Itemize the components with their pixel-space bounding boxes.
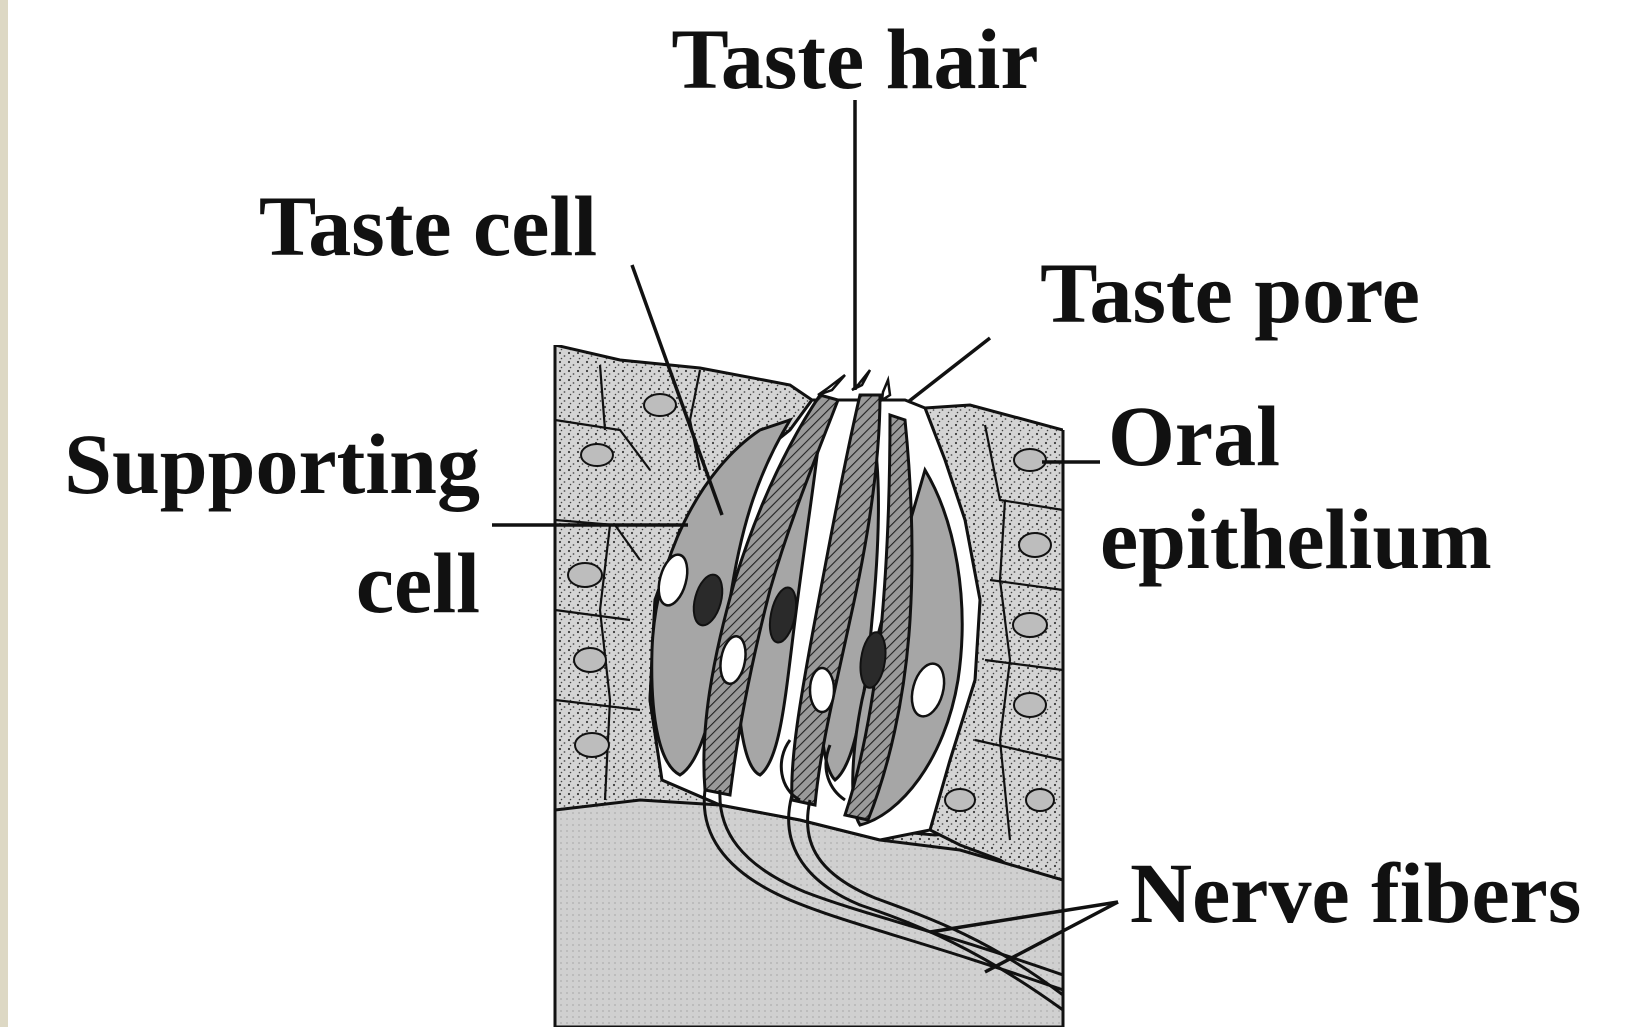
label-supporting-cell-line1: Supporting [64, 416, 480, 512]
label-oral-epithelium-line1: Oral [1108, 388, 1280, 484]
label-taste-cell: Taste cell [259, 178, 597, 274]
label-taste-pore: Taste pore [1040, 245, 1420, 341]
label-oral-epithelium-line2: epithelium [1100, 491, 1492, 587]
label-supporting-cell-line2: cell [356, 535, 480, 631]
label-nerve-fibers: Nerve fibers [1130, 845, 1581, 941]
taste-pore-leader [908, 338, 990, 402]
label-taste-hair: Taste hair [671, 11, 1038, 107]
